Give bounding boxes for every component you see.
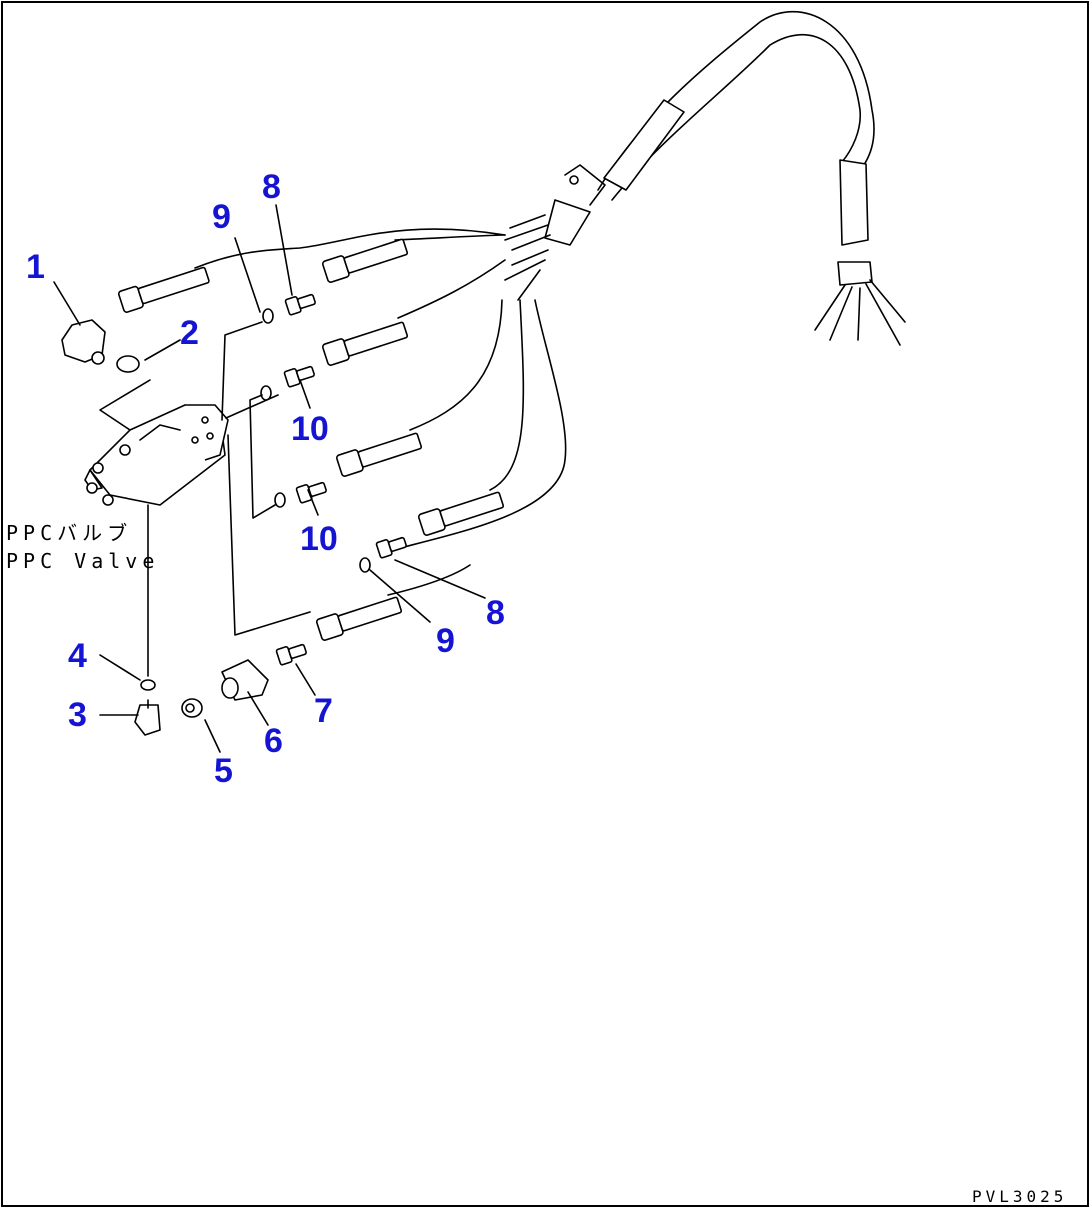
callout-3: 3 bbox=[68, 696, 87, 734]
callout-8-lower: 8 bbox=[486, 594, 505, 632]
callout-4: 4 bbox=[68, 637, 87, 675]
part-6-cap bbox=[221, 659, 269, 701]
part-1-elbow bbox=[61, 319, 106, 365]
callout-9-lower: 9 bbox=[436, 622, 455, 660]
callout-8-upper: 8 bbox=[262, 168, 281, 206]
callout-10-lower: 10 bbox=[300, 520, 338, 558]
callout-9-upper: 9 bbox=[212, 198, 231, 236]
drawing-code: PVL3025 bbox=[972, 1187, 1067, 1206]
adapters bbox=[275, 293, 407, 666]
ppc-valve-label-en: PPC Valve bbox=[6, 549, 159, 573]
callout-6: 6 bbox=[264, 722, 283, 760]
hose-band bbox=[837, 261, 873, 286]
hose-sleeve bbox=[839, 159, 869, 246]
callouts: 1 2 3 4 5 6 7 8 8 9 9 10 10 bbox=[26, 168, 505, 790]
leader-lines bbox=[53, 204, 486, 753]
clamp-bolt-hole bbox=[569, 175, 579, 185]
part-5-nut bbox=[181, 698, 203, 718]
callout-2: 2 bbox=[180, 314, 199, 352]
ppc-valve bbox=[84, 404, 229, 506]
callout-7: 7 bbox=[314, 692, 333, 730]
hose-fittings bbox=[117, 238, 505, 641]
ppc-valve-label-jp: PPCバルブ bbox=[6, 521, 132, 545]
callout-1: 1 bbox=[26, 248, 45, 286]
o-rings bbox=[116, 308, 371, 691]
callout-10-upper: 10 bbox=[291, 410, 329, 448]
routing-lines bbox=[99, 321, 311, 677]
hose-bundle bbox=[504, 10, 906, 346]
hose-clamp bbox=[544, 199, 591, 246]
hoses bbox=[194, 228, 567, 596]
part-3-elbow bbox=[134, 699, 161, 736]
callout-5: 5 bbox=[214, 752, 233, 790]
hose-sleeve bbox=[603, 99, 685, 191]
